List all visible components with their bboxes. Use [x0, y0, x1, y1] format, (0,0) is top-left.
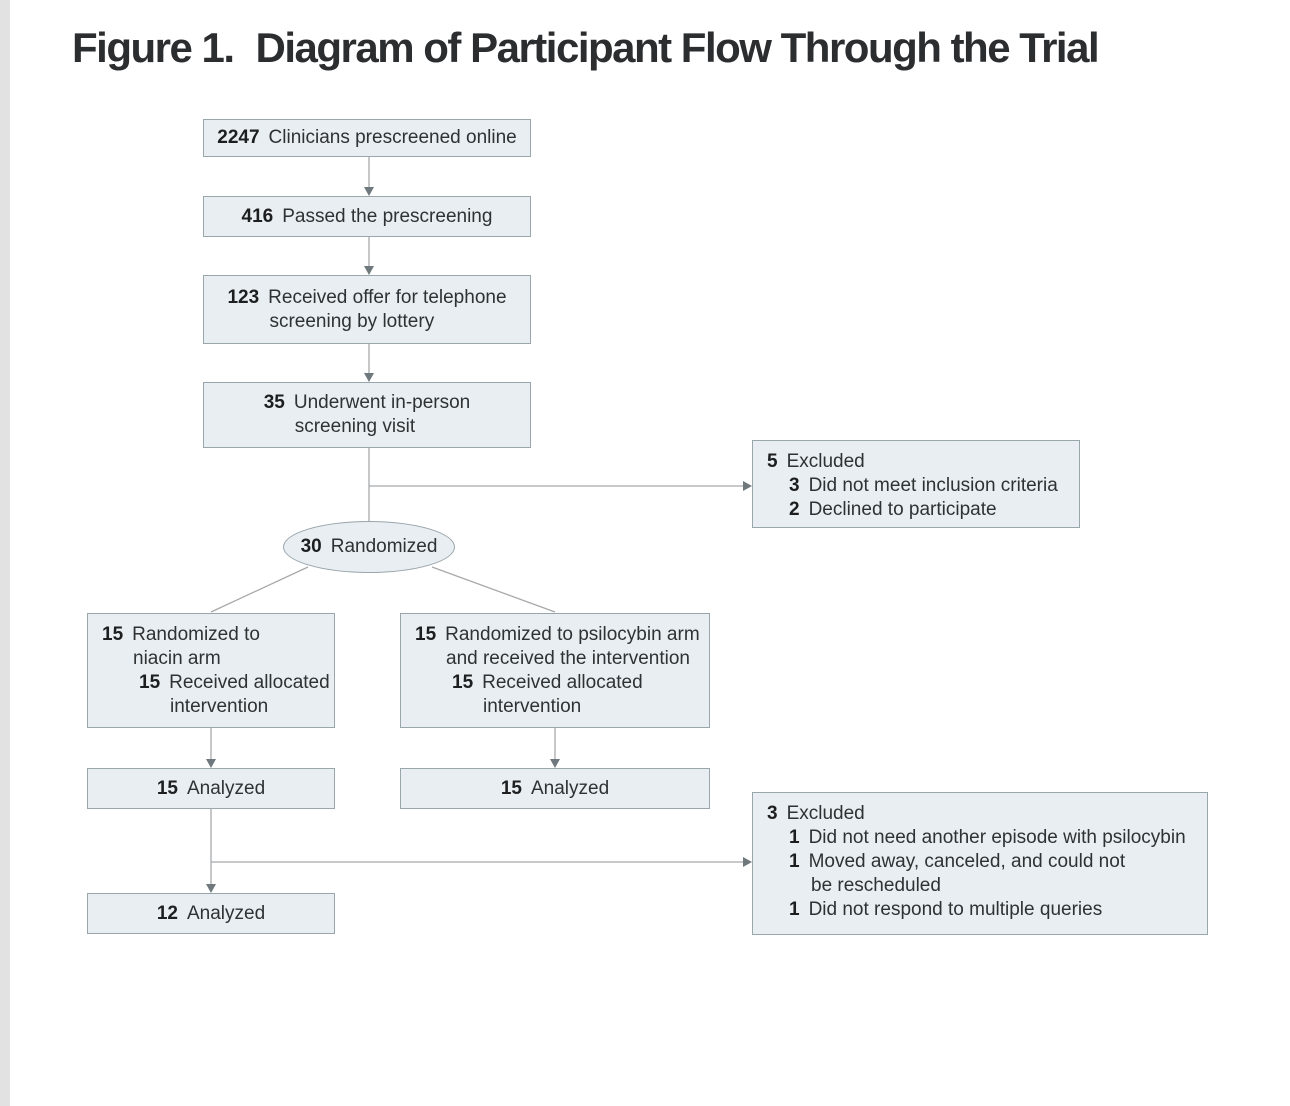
excluded2-item2-text: Moved away, canceled, and could not: [808, 851, 1126, 872]
node-excluded-followup: 3 Excluded 1 Did not need another episode …: [752, 792, 1208, 935]
node-prescreened-count: 2247: [217, 127, 260, 148]
excluded1-item1-text: Did not meet inclusion criteria: [808, 475, 1058, 496]
node-passed-count: 416: [241, 205, 274, 227]
node-telephone-line2: screening by lottery: [269, 310, 435, 332]
node-niacin-line1: Randomized to: [132, 624, 260, 645]
node-analyzed12-count: 12: [156, 902, 178, 924]
node-analyzed12-label: Analyzed: [186, 902, 266, 924]
excluded2-item2-count: 1: [789, 851, 800, 872]
excluded2-item3-text: Did not respond to multiple queries: [808, 899, 1103, 920]
arrowhead-down-1: [364, 187, 374, 196]
node-niacin-sub-line1: Received allocated: [169, 672, 330, 693]
node-psilocybin-line1: Randomized to psilocybin arm: [445, 624, 700, 645]
node-niacin-sub-count: 15: [139, 672, 161, 693]
node-psilocybin-line2: and received the intervention: [446, 648, 690, 669]
excluded2-item2-text2: be rescheduled: [811, 875, 941, 896]
node-analyzed12: 12 Analyzed: [87, 893, 335, 934]
node-analyzed-niacin-count: 15: [156, 777, 178, 799]
node-psilocybin-arm: 15 Randomized to psilocybin arm and recei…: [400, 613, 710, 728]
excluded2-item1-text: Did not need another episode with psiloc…: [808, 827, 1186, 848]
node-excluded-followup-label: Excluded: [786, 803, 865, 824]
node-prescreened-label: Clinicians prescreened online: [268, 127, 517, 148]
arrowhead-right-excluded2: [743, 857, 752, 867]
figure-title-prefix: Figure 1.: [72, 24, 235, 71]
node-excluded-screening-count: 5: [767, 451, 778, 472]
node-psilocybin-sub-line2: intervention: [483, 696, 582, 717]
figure-title-text: Diagram of Participant Flow Through the …: [255, 24, 1100, 71]
arrowhead-down-analyzed-left: [206, 759, 216, 768]
node-analyzed-psilocybin-count: 15: [500, 777, 522, 799]
line-randomized-to-niacin: [210, 566, 309, 613]
node-excluded-screening: 5 Excluded 3 Did not meet inclusion criter…: [752, 440, 1080, 528]
arrowhead-down-analyzed-right: [550, 759, 560, 768]
arrowhead-right-excluded1: [743, 481, 752, 491]
node-niacin-line2: niacin arm: [133, 648, 221, 669]
node-prescreened: 2247 Clinicians prescreened online: [203, 119, 531, 157]
excluded1-item1-count: 3: [789, 475, 800, 496]
node-analyzed-niacin: 15 Analyzed: [87, 768, 335, 809]
node-psilocybin-sub-line1: Received allocated: [482, 672, 643, 693]
excluded2-item3-count: 1: [789, 899, 800, 920]
excluded2-item1-count: 1: [789, 827, 800, 848]
excluded1-item2-count: 2: [789, 499, 800, 520]
node-analyzed-psilocybin-label: Analyzed: [530, 777, 610, 799]
node-inperson: 35 Underwent in-person screening visit: [203, 382, 531, 448]
page-edge-strip: [0, 0, 10, 1106]
arrowhead-down-2: [364, 266, 374, 275]
node-analyzed-psilocybin: 15 Analyzed: [400, 768, 710, 809]
node-excluded-followup-count: 3: [767, 803, 778, 824]
node-randomized: 30 Randomized: [283, 521, 455, 573]
node-randomized-count: 30: [300, 536, 322, 557]
arrowhead-down-3: [364, 373, 374, 382]
node-psilocybin-count: 15: [415, 624, 437, 645]
node-inperson-line1: Underwent in-person: [293, 392, 471, 413]
node-telephone-line1: Received offer for telephone: [268, 286, 507, 308]
line-randomized-to-psilocybin: [431, 566, 556, 613]
node-telephone: 123 Received offer for telephone screenin…: [203, 275, 531, 344]
node-randomized-label: Randomized: [330, 536, 438, 557]
node-inperson-line2: screening visit: [294, 416, 416, 437]
node-excluded-screening-label: Excluded: [786, 451, 865, 472]
excluded1-item2-text: Declined to participate: [808, 499, 997, 520]
node-passed-label: Passed the prescreening: [282, 205, 493, 227]
node-analyzed-niacin-label: Analyzed: [186, 777, 266, 799]
node-niacin-sub-line2: intervention: [170, 696, 269, 717]
node-psilocybin-sub-count: 15: [452, 672, 474, 693]
node-inperson-count: 35: [263, 392, 285, 413]
node-niacin-count: 15: [102, 624, 124, 645]
node-passed: 416 Passed the prescreening: [203, 196, 531, 237]
figure-title: Figure 1. Diagram of Participant Flow Thr…: [72, 24, 1252, 72]
arrowhead-down-analyzed12: [206, 884, 216, 893]
node-telephone-count: 123: [227, 286, 260, 308]
